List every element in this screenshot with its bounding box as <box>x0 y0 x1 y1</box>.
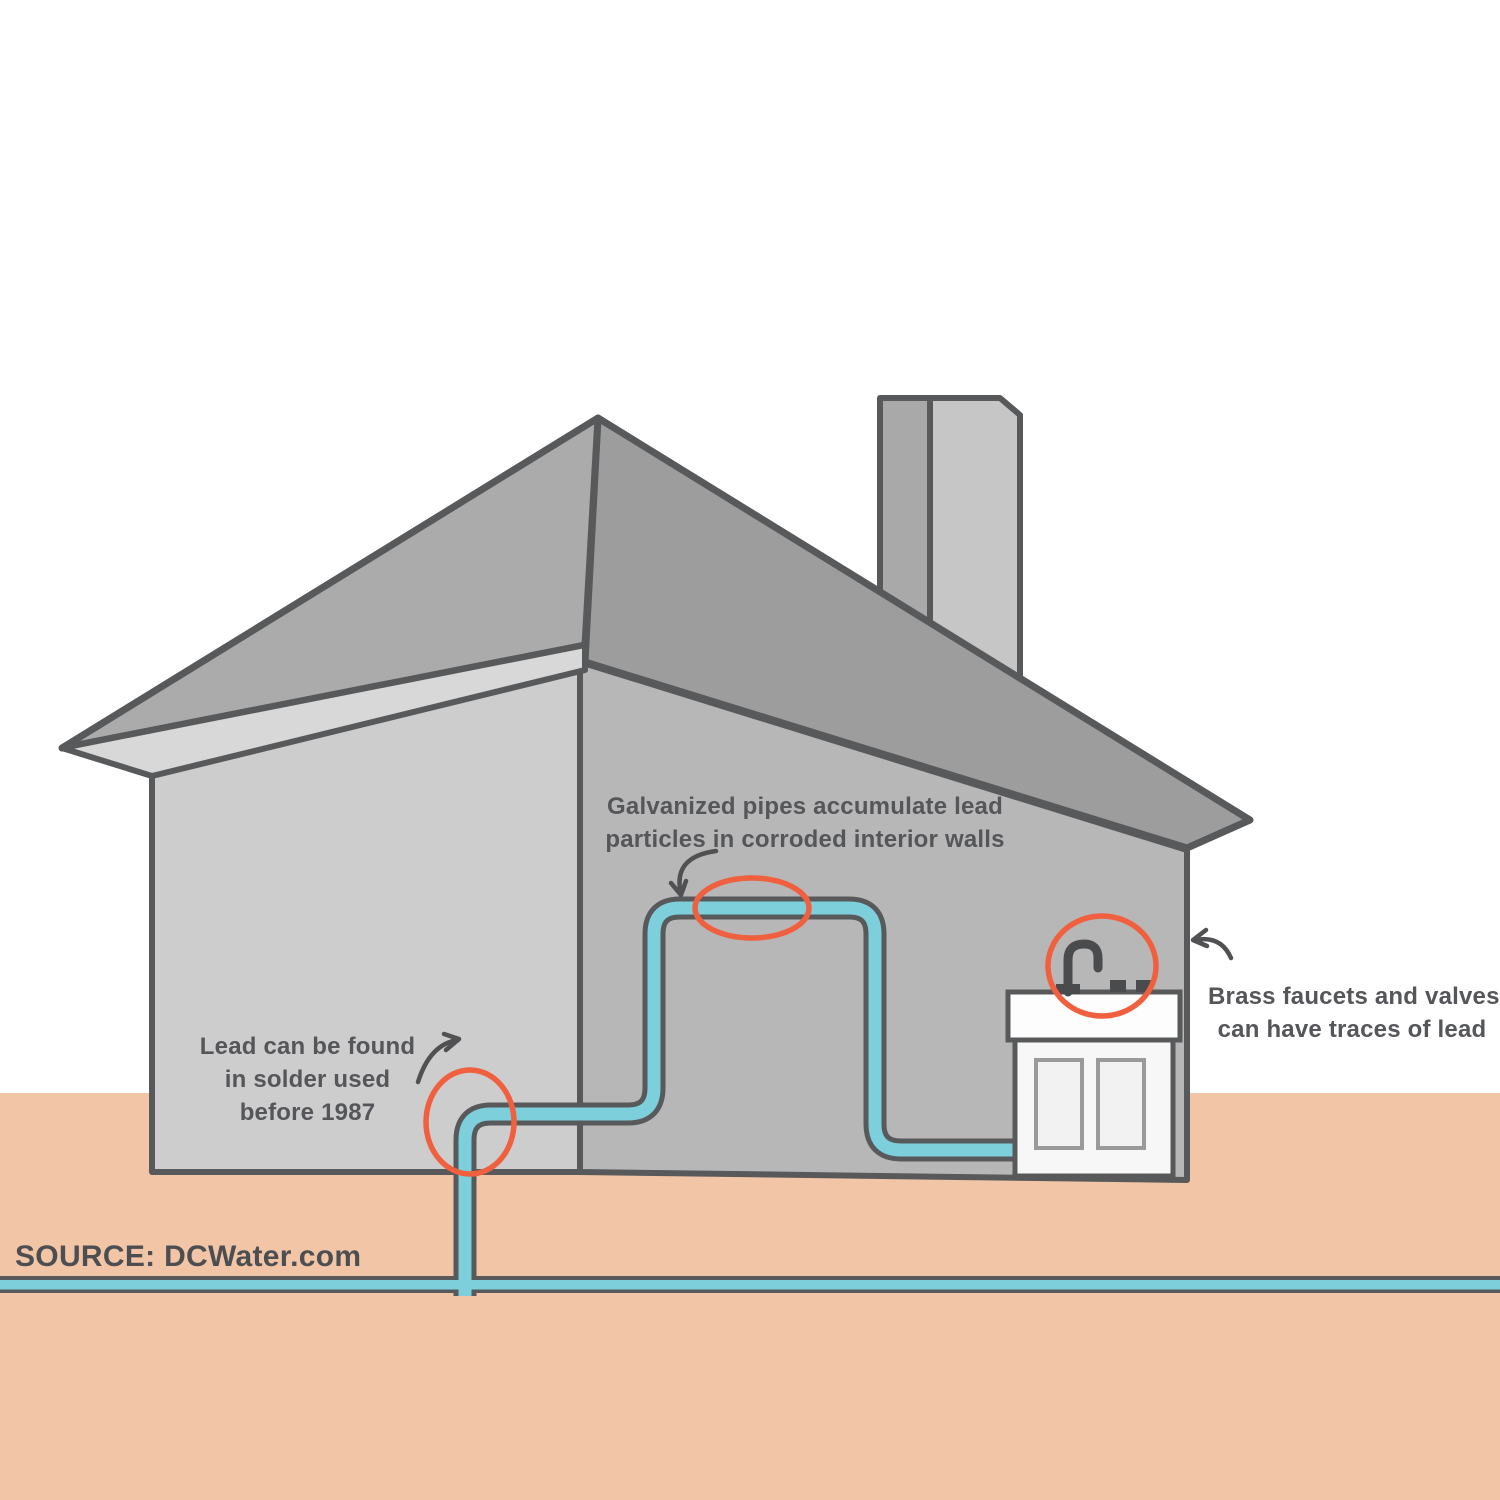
annotation-galvanized: Galvanized pipes accumulate lead particl… <box>565 790 1045 856</box>
annotation-line: before 1987 <box>239 1099 376 1126</box>
service-pipe <box>458 901 1032 1296</box>
faucet-icon <box>1063 939 1103 997</box>
source-credit: SOURCE: DCWater.com <box>15 1240 362 1273</box>
annotation-solder: Lead can be found in solder used before … <box>175 1030 440 1129</box>
annotation-brass: Brass faucets and valves can have traces… <box>1208 980 1500 1046</box>
annotation-line: can have traces of lead <box>1217 1016 1487 1043</box>
annotation-arrows <box>415 848 1234 1085</box>
arrowhead-solder <box>441 1031 462 1053</box>
annotation-line: Lead can be found <box>199 1033 416 1060</box>
arrow-solder <box>415 1037 461 1085</box>
water-main-line <box>0 1280 1500 1290</box>
roof-fascia <box>59 642 588 779</box>
arrowhead-galvanized <box>668 878 689 898</box>
annotation-line: Brass faucets and valves <box>1208 983 1500 1010</box>
arrow-brass <box>1192 936 1234 961</box>
sink <box>1005 939 1183 1179</box>
faucet-handle-left <box>1110 980 1126 992</box>
cabinet-door-right <box>1096 1058 1146 1150</box>
highlight-circle-brass <box>1045 913 1159 1019</box>
cabinet-door-left <box>1034 1058 1084 1150</box>
roof <box>58 414 1254 852</box>
arrow-galvanized <box>677 848 719 897</box>
arrowhead-brass <box>1190 927 1210 949</box>
highlight-circle-solder <box>423 1067 517 1177</box>
annotation-line: Galvanized pipes accumulate lead <box>607 793 1003 820</box>
highlight-circle-galvanized <box>692 875 812 941</box>
highlight-circles <box>423 875 1159 1177</box>
annotation-line: particles in corroded interior walls <box>605 826 1005 853</box>
annotation-line: in solder used <box>224 1066 391 1093</box>
